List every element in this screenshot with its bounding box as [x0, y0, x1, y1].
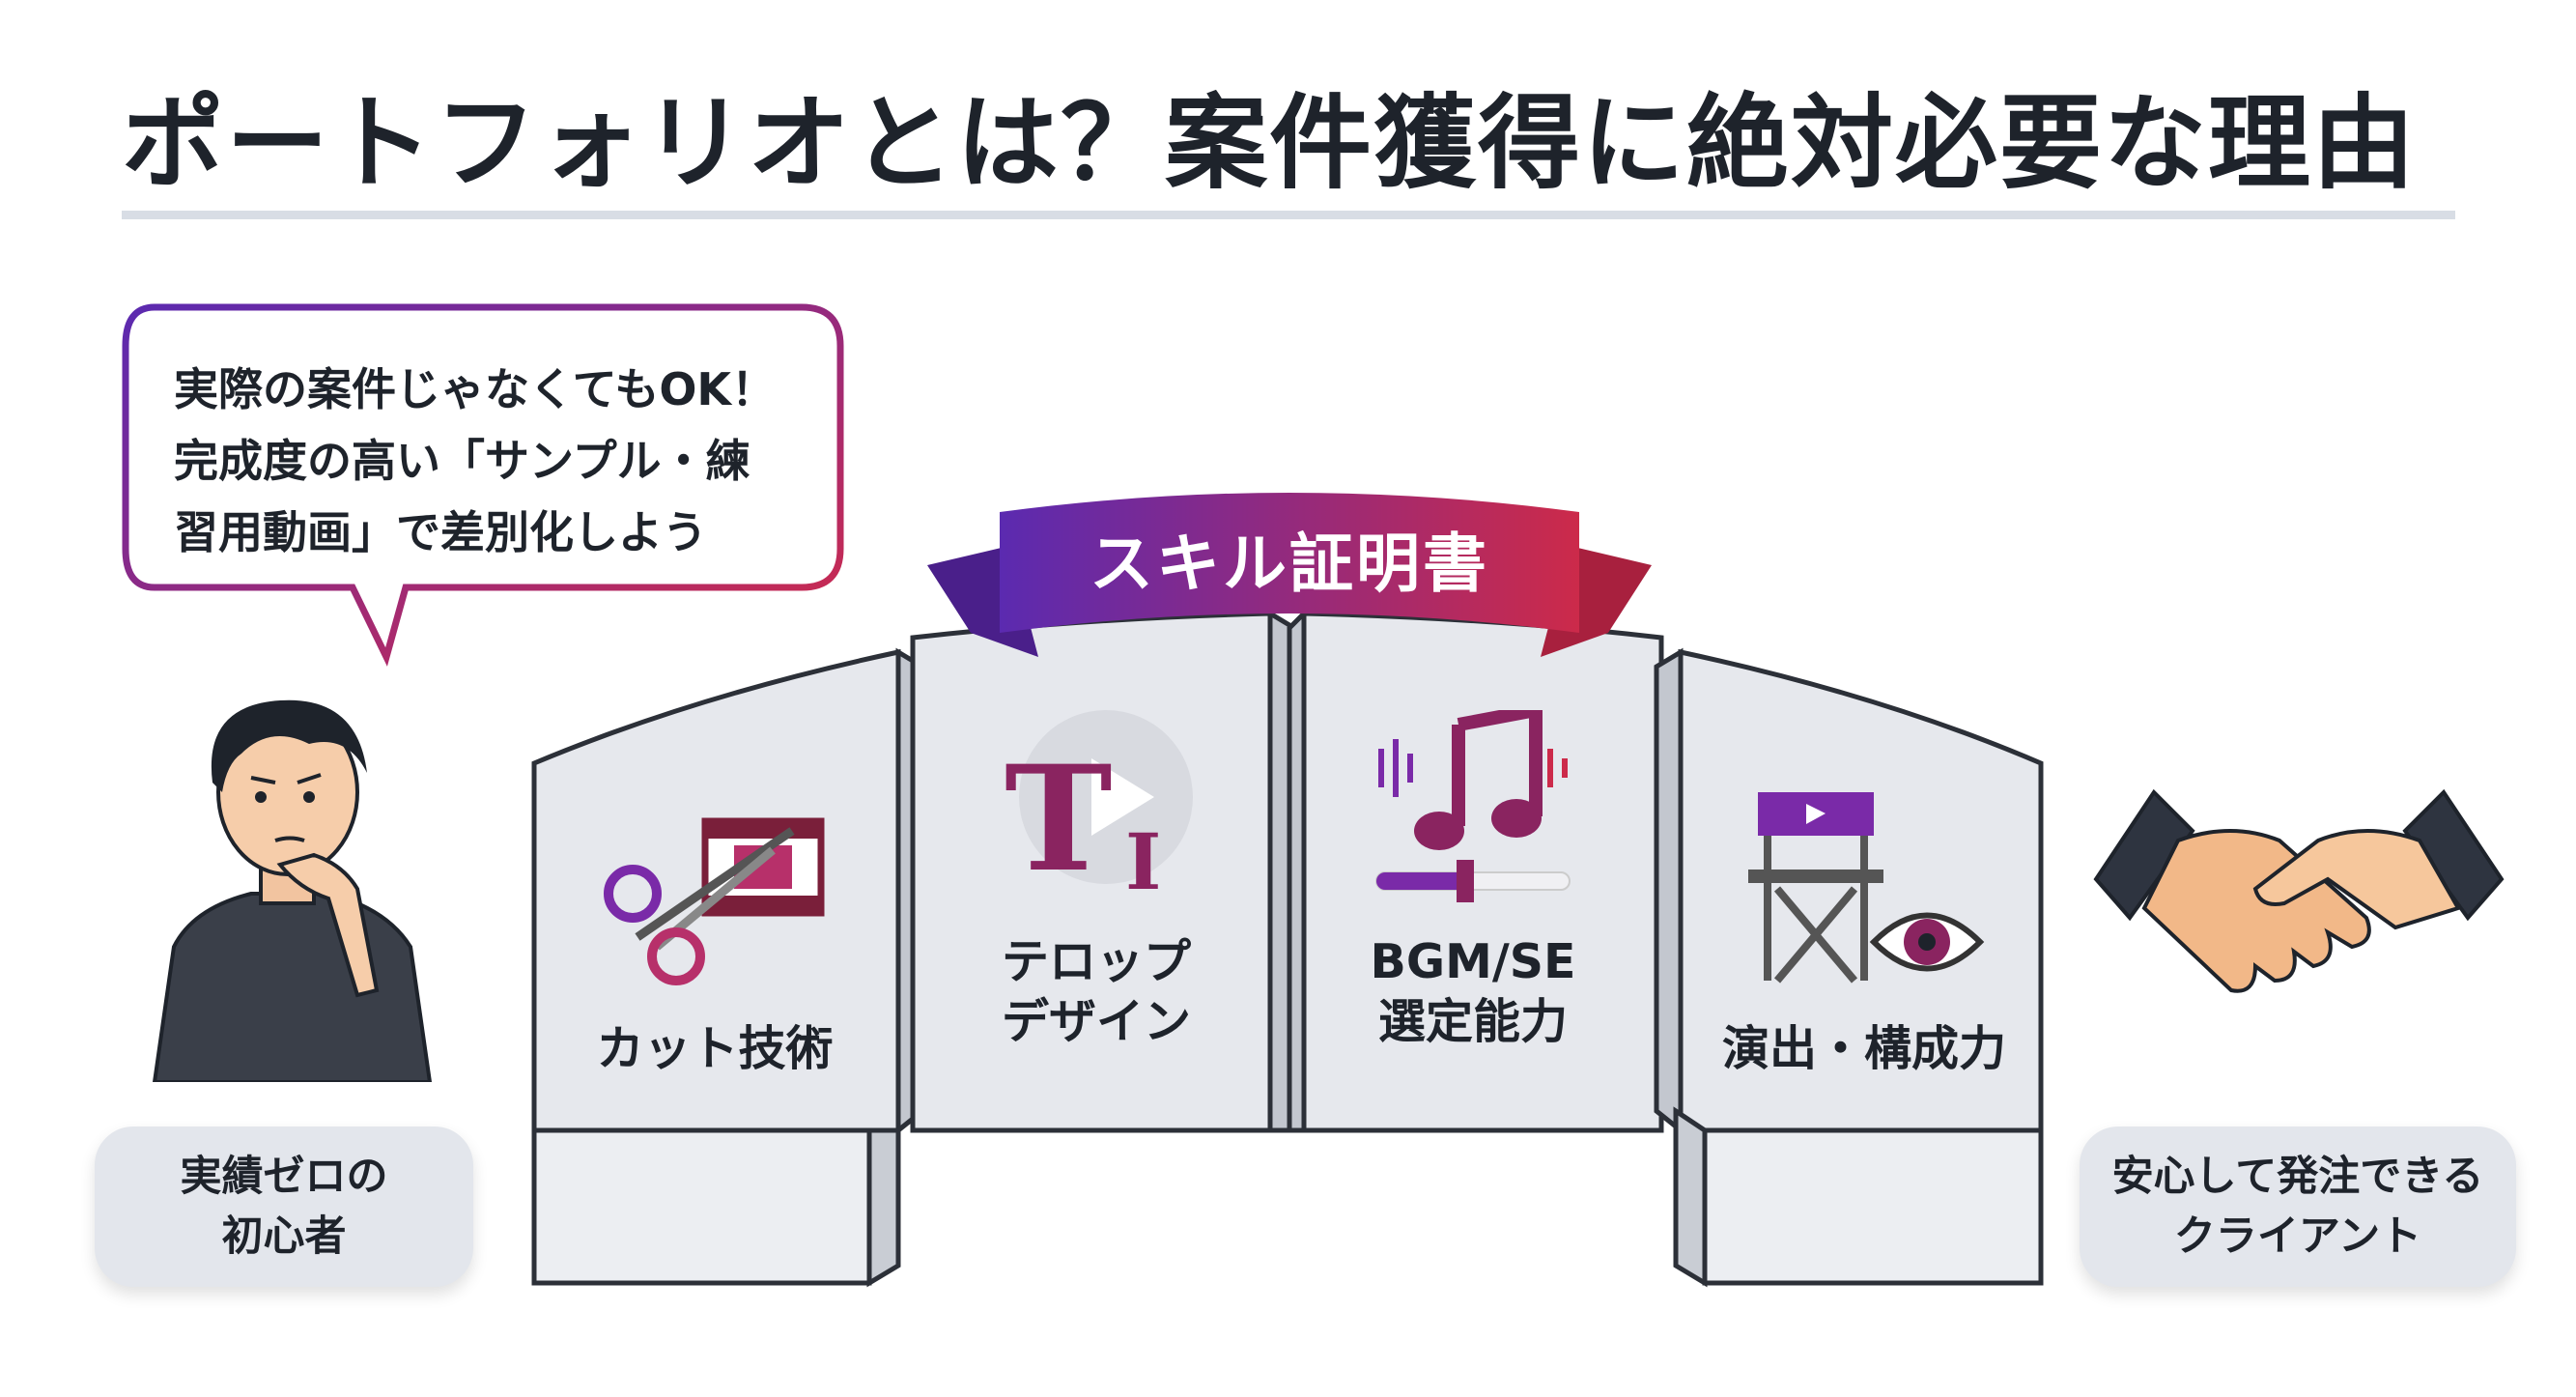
panel-label-line: 選定能力 [1377, 994, 1568, 1049]
svg-text:T: T [1005, 734, 1113, 889]
music-note-icon [1375, 710, 1571, 902]
skill-certificate-banner [927, 493, 1652, 657]
panel-label-bgm: BGM/SE 選定能力 [1333, 932, 1613, 1052]
speech-bubble [122, 303, 844, 667]
panel-label-direction: 演出・構成力 [1710, 1019, 2019, 1079]
title-divider [122, 211, 2455, 219]
client-label: 安心して発注できる クライアント [2080, 1126, 2516, 1287]
bubble-text: 実際の案件じゃなくてもOK！ 完成度の高い「サンプル・練 習用動画」で差別化しよ… [174, 354, 792, 568]
panel-label-line: デザイン [1001, 994, 1191, 1049]
beginner-label: 実績ゼロの 初心者 [95, 1126, 473, 1287]
text-play-icon: T I [1005, 710, 1193, 889]
bubble-line: 完成度の高い「サンプル・練 [174, 435, 750, 487]
panel-label-line: 演出・構成力 [1721, 1021, 2006, 1076]
panel-label-line: BGM/SE [1370, 934, 1576, 989]
panel-label-line: カット技術 [596, 1021, 834, 1076]
label-line: 実績ゼロの [180, 1153, 388, 1201]
label-line: 初心者 [221, 1212, 347, 1261]
banner-title: スキル証明書 [1090, 527, 1489, 601]
panel-label-line: テロップ [1001, 934, 1191, 989]
bubble-line: 習用動画」で差別化しよう [174, 506, 707, 558]
label-line: クライアント [2173, 1212, 2422, 1261]
scissors-film-icon [604, 817, 825, 985]
svg-text:I: I [1125, 816, 1161, 889]
page-title: ポートフォリオとは？案件獲得に絶対必要な理由 [122, 84, 2417, 203]
thinking-person-illustration [152, 699, 433, 1082]
label-line: 安心して発注できる [2111, 1153, 2484, 1201]
panel-label-caption: テロップ デザイン [956, 932, 1236, 1052]
handshake-icon [2093, 788, 2505, 993]
panel-label-cut: カット技術 [580, 1019, 850, 1079]
bubble-line: 実際の案件じゃなくてもOK！ [174, 363, 777, 415]
director-chair-eye-icon [1748, 792, 1985, 984]
